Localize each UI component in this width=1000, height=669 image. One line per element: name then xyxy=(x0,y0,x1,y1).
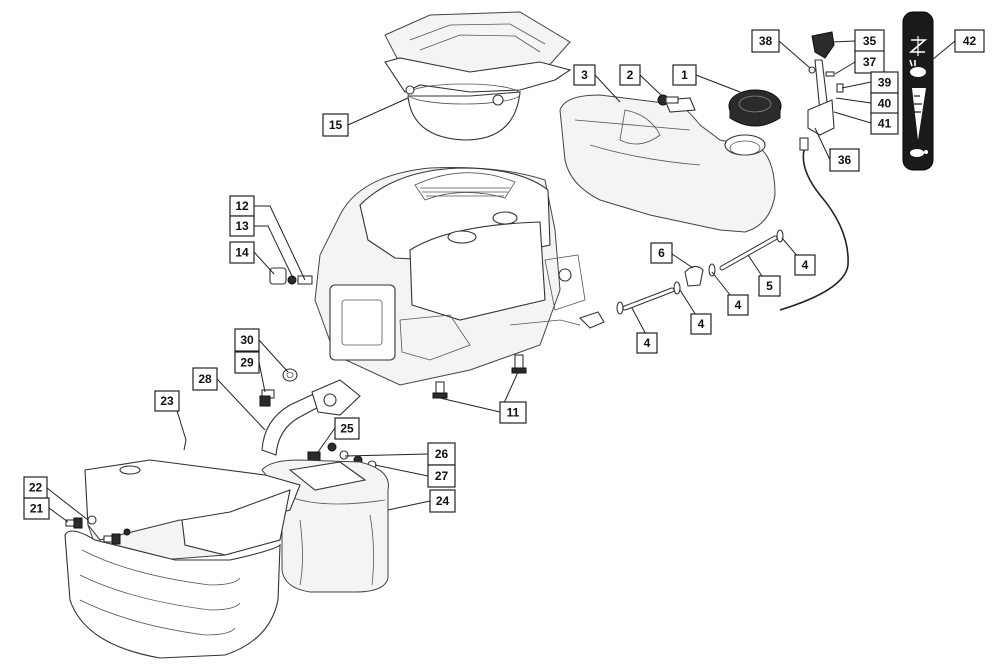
callout-4b: 4 xyxy=(690,313,712,335)
svg-text:3: 3 xyxy=(581,68,588,82)
part-2-screw xyxy=(657,94,679,106)
svg-text:12: 12 xyxy=(235,199,249,213)
callout-27: 27 xyxy=(427,464,456,488)
callout-23: 23 xyxy=(154,390,180,412)
callout-30: 30 xyxy=(234,328,260,352)
part-23-guard-upper xyxy=(84,459,301,561)
svg-text:36: 36 xyxy=(838,153,852,167)
callout-15: 15 xyxy=(322,113,349,137)
svg-text:11: 11 xyxy=(507,406,520,420)
throttle-lever-assembly xyxy=(799,31,844,151)
part-11-bolts xyxy=(432,354,527,399)
svg-text:14: 14 xyxy=(235,246,249,260)
fuel-line-assembly xyxy=(578,229,784,329)
svg-text:4: 4 xyxy=(802,258,809,272)
callout-22: 22 xyxy=(23,476,48,499)
parts-29-30 xyxy=(259,368,298,407)
callout-41: 41 xyxy=(870,112,899,135)
svg-text:13: 13 xyxy=(235,219,249,233)
engine-block xyxy=(314,167,586,386)
svg-text:23: 23 xyxy=(160,394,174,408)
turtle-icon xyxy=(910,149,928,157)
muffler-guard-lower xyxy=(64,530,281,659)
callout-13: 13 xyxy=(229,215,255,237)
callout-38: 38 xyxy=(751,29,780,53)
svg-text:24: 24 xyxy=(436,494,450,508)
callout-26: 26 xyxy=(427,442,456,466)
callout-24: 24 xyxy=(429,489,456,513)
callout-3: 3 xyxy=(573,64,596,86)
parts-12-14-fittings xyxy=(269,267,313,285)
svg-text:4: 4 xyxy=(698,317,705,331)
callout-25: 25 xyxy=(334,417,360,440)
svg-text:6: 6 xyxy=(658,246,665,260)
svg-text:37: 37 xyxy=(863,55,877,69)
callout-21: 21 xyxy=(23,497,50,520)
speed-ramp-icon xyxy=(912,88,926,140)
callout-5: 5 xyxy=(758,275,781,297)
svg-text:25: 25 xyxy=(340,422,354,436)
callout-39: 39 xyxy=(870,71,899,94)
callout-14: 14 xyxy=(229,241,255,264)
svg-text:15: 15 xyxy=(329,118,343,132)
callout-42: 42 xyxy=(954,29,985,53)
svg-text:38: 38 xyxy=(759,34,773,48)
svg-text:5: 5 xyxy=(766,279,773,293)
part-36-throttle-cable xyxy=(779,149,849,311)
callout-11: 11 xyxy=(499,401,527,424)
part-1-fuel-cap xyxy=(728,89,782,127)
svg-text:1: 1 xyxy=(681,68,688,82)
callout-37: 37 xyxy=(854,50,885,74)
callout-36: 36 xyxy=(829,148,860,172)
svg-text:4: 4 xyxy=(735,298,742,312)
callout-40: 40 xyxy=(870,92,899,115)
callout-4d: 4 xyxy=(794,254,816,276)
svg-text:39: 39 xyxy=(878,76,892,90)
svg-text:40: 40 xyxy=(878,97,892,111)
svg-text:4: 4 xyxy=(644,336,651,350)
part-15-shroud xyxy=(384,11,572,141)
part-42-decal xyxy=(902,11,934,171)
svg-text:42: 42 xyxy=(963,34,977,48)
parts-21-22 xyxy=(65,515,121,545)
callout-6: 6 xyxy=(650,242,673,264)
part-28-exhaust-pipe xyxy=(261,379,361,456)
svg-text:28: 28 xyxy=(198,372,212,386)
callout-12: 12 xyxy=(229,195,255,217)
svg-text:41: 41 xyxy=(878,117,892,131)
callout-4c: 4 xyxy=(727,294,749,316)
svg-text:21: 21 xyxy=(30,502,44,516)
callout-1: 1 xyxy=(672,64,697,86)
callout-28: 28 xyxy=(192,367,218,391)
callout-29: 29 xyxy=(234,351,260,374)
callout-2: 2 xyxy=(619,64,641,86)
part-3-fuel-tank xyxy=(559,94,776,233)
svg-text:26: 26 xyxy=(435,447,449,461)
rabbit-icon xyxy=(909,59,926,77)
choke-icon xyxy=(908,36,928,56)
svg-text:35: 35 xyxy=(863,34,877,48)
callouts: 1 2 3 4 4 4 4 5 6 11 12 13 14 15 21 22 2… xyxy=(23,29,985,520)
callout-35: 35 xyxy=(854,29,885,53)
svg-text:22: 22 xyxy=(29,481,43,495)
svg-text:30: 30 xyxy=(240,333,254,347)
svg-text:29: 29 xyxy=(240,356,254,370)
callout-4a: 4 xyxy=(636,332,658,354)
svg-text:27: 27 xyxy=(435,469,449,483)
svg-text:2: 2 xyxy=(627,68,634,82)
